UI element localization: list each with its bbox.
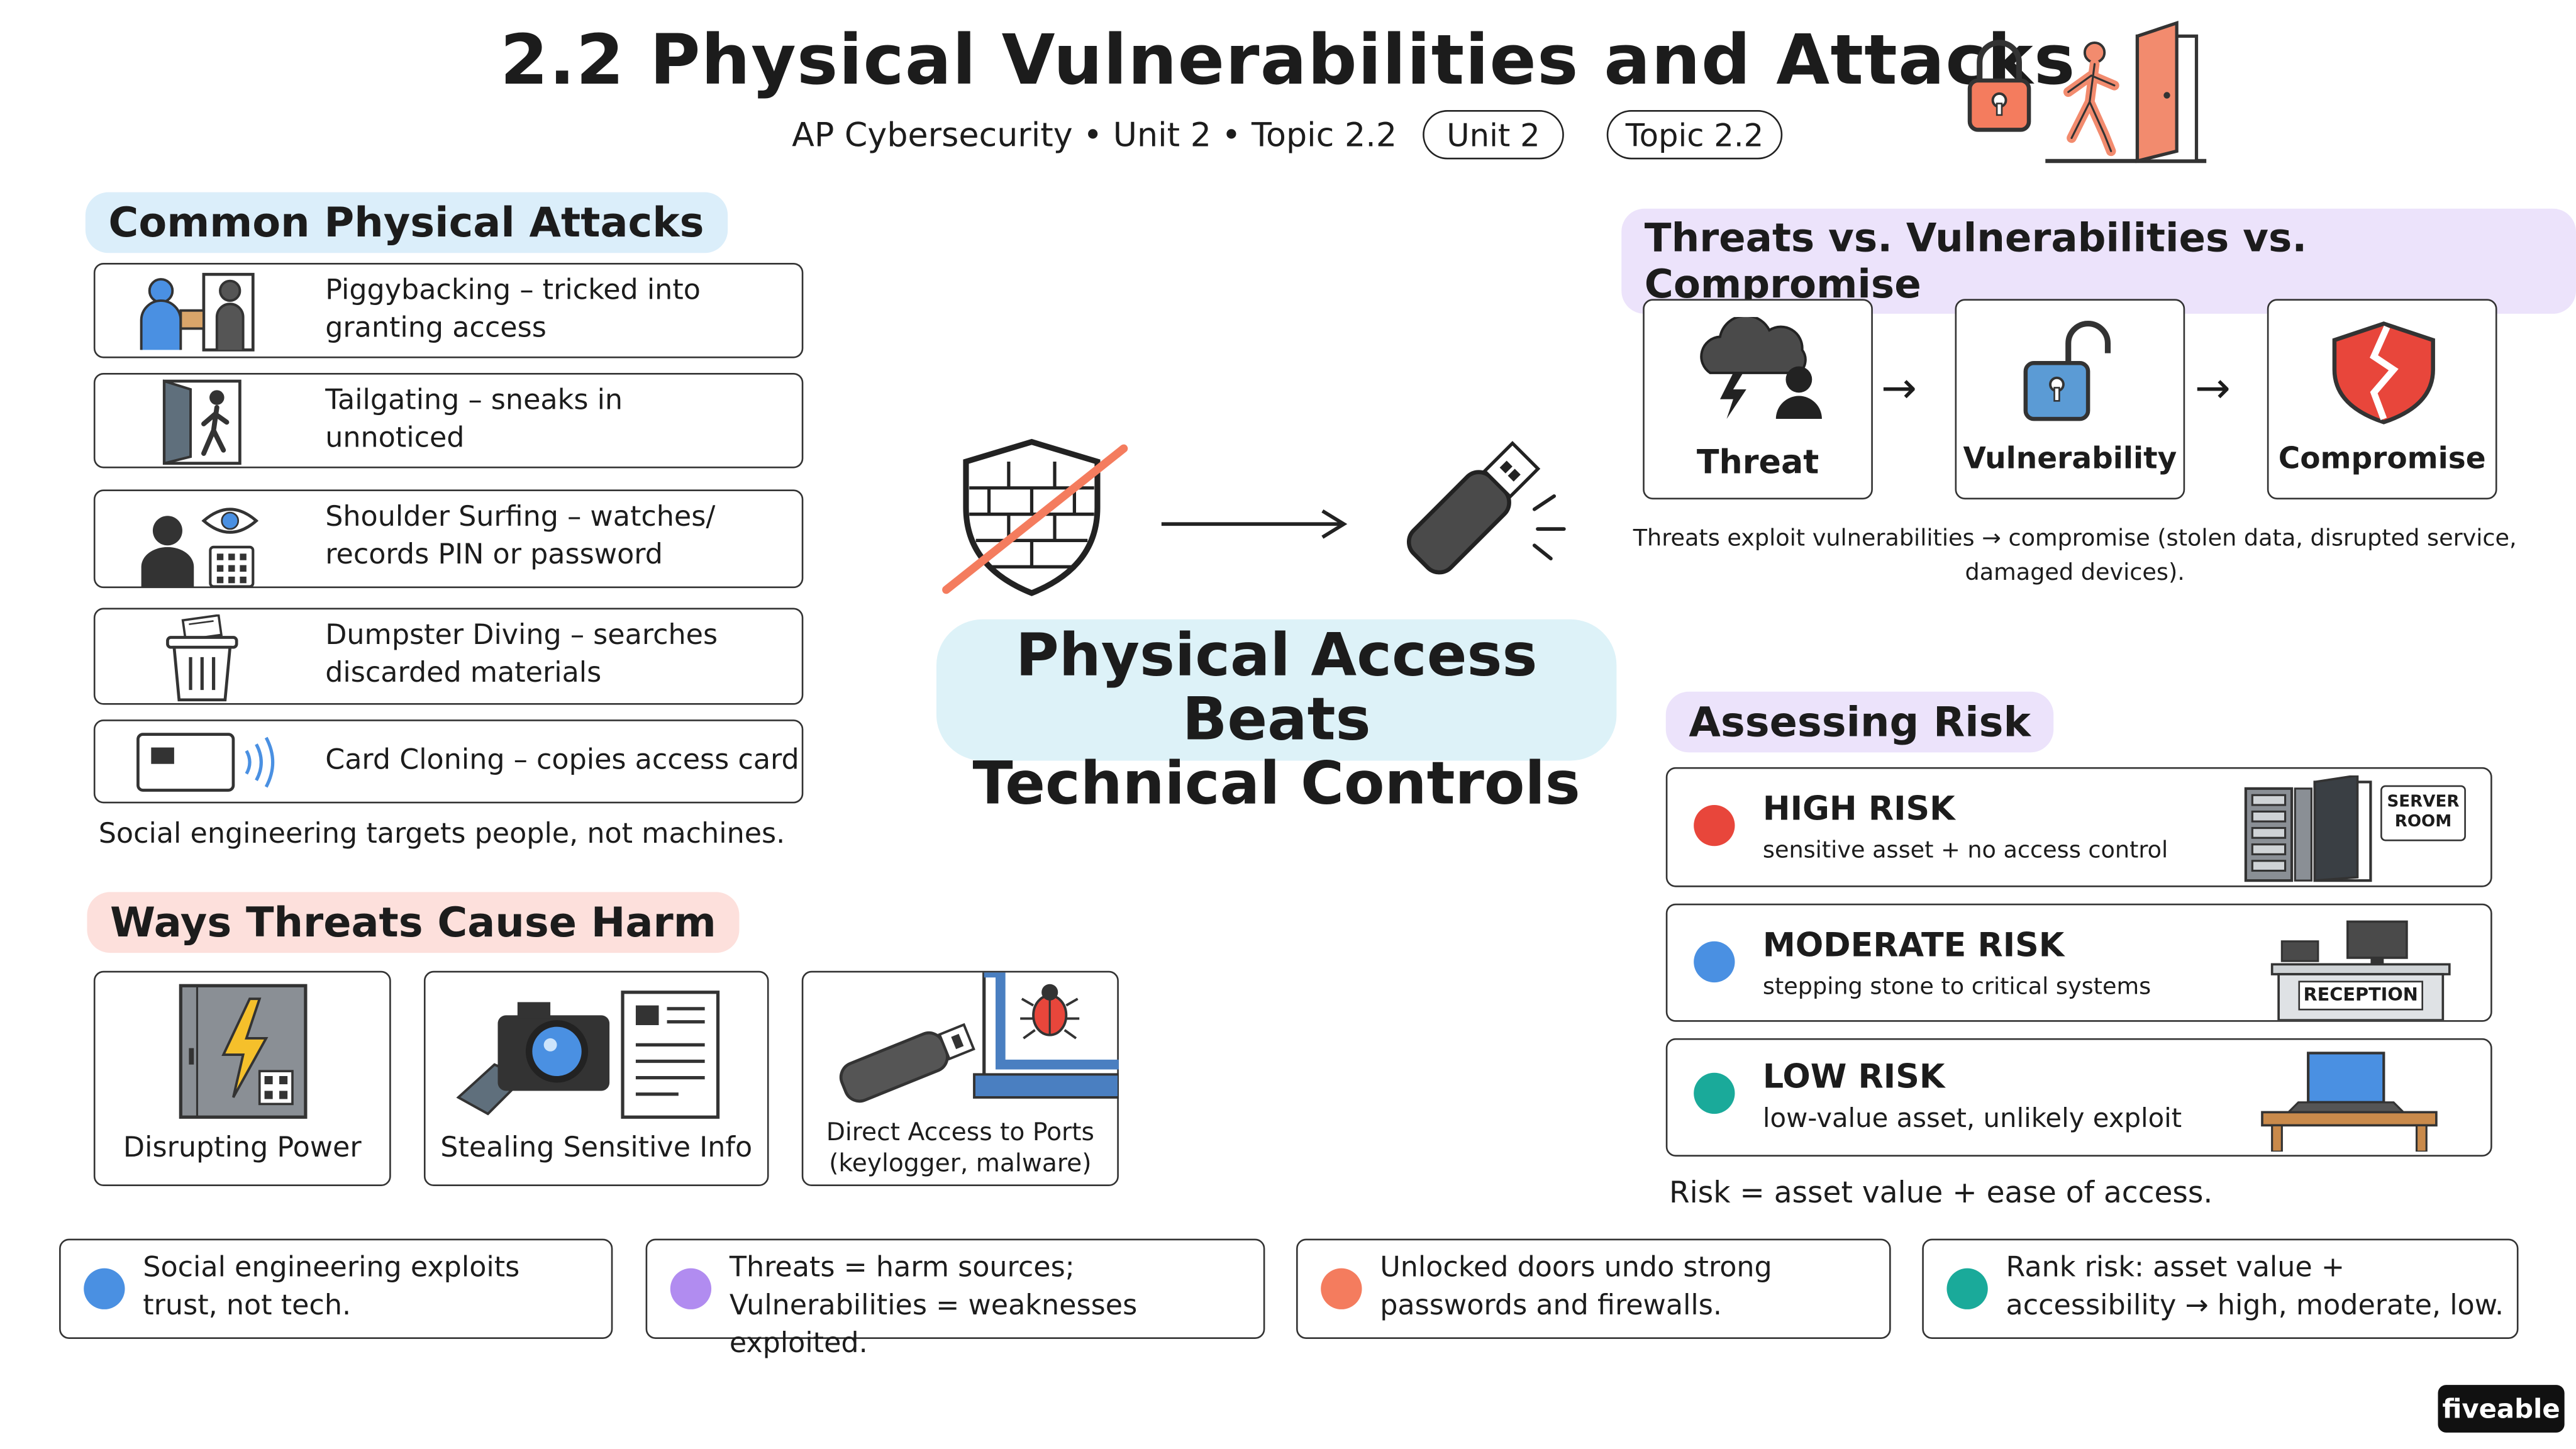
broken-shield-icon [2332, 321, 2435, 425]
summary-dot [1321, 1268, 1362, 1309]
attack-text-line1: Piggybacking – tricked into [325, 274, 701, 308]
summary-line2: Vulnerabilities = weaknesses exploited. [729, 1289, 1138, 1360]
attacks-caption: Social engineering targets people, not m… [98, 818, 786, 852]
tvc-caption-line2: damaged devices). [1965, 560, 2185, 587]
reception-sign: RECEPTION [2298, 980, 2423, 1011]
tvc-label-vulnerability: Vulnerability [1963, 441, 2177, 477]
harm-label-line1: Direct Access to Ports [826, 1117, 1094, 1147]
risk-item-low: LOW RISK low-value asset, unlikely explo… [1665, 1038, 2492, 1157]
risk-dot-moderate [1694, 941, 1735, 983]
risk-title: MODERATE RISK [1762, 924, 2065, 965]
attacks-heading: Common Physical Attacks [85, 192, 728, 253]
center-line2: Technical Controls [972, 750, 1580, 818]
summary-line2: trust, not tech. [143, 1289, 352, 1323]
risk-dot-low [1694, 1072, 1735, 1114]
trash-can-icon [166, 614, 238, 702]
risk-desc: low-value asset, unlikely exploit [1762, 1102, 2182, 1134]
tvc-caption: Threats exploit vulnerabilities → compro… [1626, 523, 2523, 592]
tvc-heading: Threats vs. Vulnerabilities vs. Compromi… [1621, 208, 2576, 314]
server-room-sign: SERVER ROOM [2380, 785, 2466, 841]
firewall-shield-icon [942, 438, 1128, 596]
harm-item-stealing-info: Stealing Sensitive Info [423, 970, 769, 1187]
tvc-box-compromise: Compromise [2267, 299, 2497, 500]
usb-bug-icon [839, 972, 1119, 1103]
tvc-label-compromise: Compromise [2278, 441, 2486, 477]
risk-desc: stepping stone to critical systems [1762, 974, 2151, 1001]
tvc-arrow-1: → [1880, 364, 1917, 414]
attack-item-tailgating: Tailgating – sneaks in unnoticed [93, 372, 804, 469]
laptop-desk-icon [2261, 1052, 2438, 1152]
attack-text-line2: granting access [325, 312, 547, 345]
summary-dot [1946, 1268, 1988, 1309]
risk-dot-high [1694, 804, 1735, 847]
page-title: 2.2 Physical Vulnerabilities and Attacks [500, 19, 2076, 101]
attack-text-line1: Shoulder Surfing – watches/ [325, 501, 716, 534]
fiveable-logo[interactable]: fiveable [2438, 1385, 2565, 1433]
harm-item-power: Disrupting Power [93, 970, 391, 1187]
summary-card-1: Social engineering exploits trust, not t… [59, 1238, 613, 1339]
tvc-box-vulnerability: Vulnerability [1955, 299, 2185, 500]
risk-item-moderate: MODERATE RISK stepping stone to critical… [1665, 903, 2492, 1022]
summary-line1: Social engineering exploits [143, 1252, 520, 1285]
risk-title: LOW RISK [1762, 1056, 1945, 1096]
attack-item-piggybacking: Piggybacking – tricked into granting acc… [93, 262, 804, 358]
tvc-arrow-2: → [2194, 364, 2231, 414]
summary-line2: passwords and firewalls. [1380, 1289, 1723, 1323]
harm-item-direct-access: Direct Access to Ports (keylogger, malwa… [801, 970, 1119, 1187]
attack-text-line2: discarded materials [325, 657, 602, 691]
center-message: Physical Access Beats Technical Controls [936, 625, 1616, 817]
open-lock-icon [2023, 321, 2111, 421]
harm-label: Stealing Sensitive Info [440, 1131, 753, 1165]
usb-drive-icon [1406, 441, 1566, 575]
attack-text-line2: records PIN or password [325, 538, 663, 572]
piggyback-icon [140, 272, 255, 352]
camera-icon [456, 991, 720, 1119]
card-cloning-icon [136, 733, 275, 792]
summary-card-2: Threats = harm sources; Vulnerabilities … [645, 1238, 1265, 1360]
summary-line1: Unlocked doors undo strong [1380, 1252, 1772, 1285]
arrow-right-icon [1161, 509, 1348, 539]
summary-card-4: Rank risk: asset value + accessibility →… [1922, 1238, 2519, 1339]
summary-dot [670, 1268, 712, 1309]
padlock-icon [1967, 40, 2031, 132]
risk-formula: Risk = asset value + ease of access. [1668, 1176, 2213, 1211]
server-rack-icon [2244, 775, 2372, 882]
attack-item-card-cloning: Card Cloning – copies access card [93, 719, 804, 804]
attack-text-line1: Dumpster Diving – searches [325, 619, 718, 653]
tvc-label-threat: Threat [1696, 441, 1819, 482]
threat-cloud-icon [1700, 317, 1822, 419]
risk-title: HIGH RISK [1762, 788, 1955, 828]
attack-text-line1: Tailgating – sneaks in [325, 384, 623, 418]
intruder-door-icon [2045, 20, 2207, 164]
risk-desc: sensitive asset + no access control [1762, 838, 2168, 865]
center-line1: Physical Access Beats [1015, 623, 1538, 754]
harm-label: Disrupting Power [123, 1131, 362, 1165]
tvc-caption-line1: Threats exploit vulnerabilities → compro… [1633, 525, 2517, 552]
risk-heading: Assessing Risk [1665, 691, 2054, 753]
risk-item-high: HIGH RISK sensitive asset + no access co… [1665, 767, 2492, 887]
summary-card-3: Unlocked doors undo strong passwords and… [1296, 1238, 1891, 1339]
unit-pill: Unit 2 [1423, 110, 1564, 160]
tailgating-icon [162, 379, 242, 465]
harm-label-line2: (keylogger, malware) [829, 1148, 1092, 1178]
summary-dot [84, 1268, 125, 1309]
summary-line1: Rank risk: asset value + [2006, 1252, 2345, 1285]
attack-item-dumpster-diving: Dumpster Diving – searches discarded mat… [93, 608, 804, 705]
summary-line1: Threats = harm sources; [729, 1252, 1075, 1285]
page-subtitle: AP Cybersecurity • Unit 2 • Topic 2.2 [792, 114, 1397, 155]
tvc-box-threat: Threat [1643, 299, 1873, 500]
power-panel-icon [179, 984, 308, 1119]
shoulder-surfing-icon [141, 508, 259, 587]
center-banner [936, 619, 1617, 761]
harm-heading: Ways Threats Cause Harm [87, 892, 740, 953]
summary-line2: accessibility → high, moderate, low. [2006, 1289, 2504, 1323]
attack-text-line2: unnoticed [325, 422, 465, 455]
topic-pill: Topic 2.2 [1606, 110, 1783, 160]
attack-text-line1: Card Cloning – copies access card [325, 744, 799, 777]
attack-item-shoulder-surfing: Shoulder Surfing – watches/ records PIN … [93, 489, 804, 589]
